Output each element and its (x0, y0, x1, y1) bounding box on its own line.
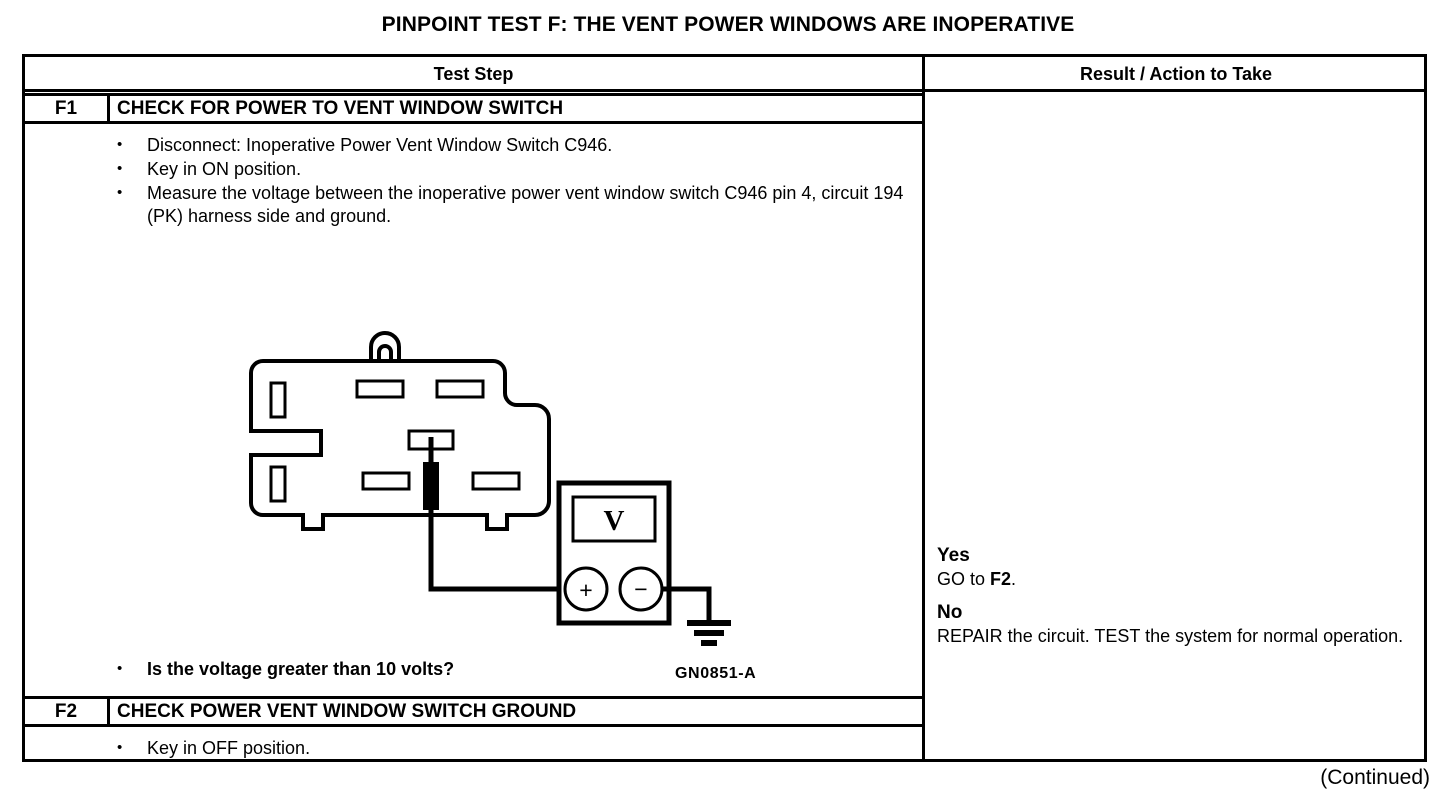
column-divider (922, 57, 925, 759)
step-f1-bullet-list: • Disconnect: Inoperative Power Vent Win… (117, 134, 907, 228)
list-item: • Key in OFF position. (117, 737, 907, 760)
step-f2-bottom-rule (25, 724, 922, 727)
step-f1-bottom-rule (25, 121, 922, 124)
step-id-f2: F2 (54, 701, 78, 722)
voltmeter-display-value: V (604, 505, 625, 537)
terminal-slot-top-right (435, 379, 485, 399)
step-f1-id-divider (107, 93, 110, 124)
step-f1-question: • Is the voltage greater than 10 volts? (117, 658, 907, 682)
result-label-yes: Yes (937, 545, 970, 566)
connector-test-diagram: V + − GN0851-A (205, 325, 765, 695)
negative-terminal-label: − (634, 576, 647, 602)
terminal-slot-top-left (355, 379, 405, 399)
positive-terminal-label: + (579, 577, 592, 603)
connector-locking-tab-icon (369, 331, 401, 361)
header-rule (25, 89, 1424, 92)
bullet-marker-icon: • (117, 739, 123, 756)
result-body-no: REPAIR the circuit. TEST the system for … (937, 625, 1415, 648)
step-f2-id-divider (107, 696, 110, 727)
connector-voltmeter-schematic: V + − (249, 331, 731, 646)
test-probe-icon (423, 437, 439, 521)
step-header-f1: F1 CHECK FOR POWER TO VENT WINDOW SWITCH (25, 93, 922, 124)
step-title-f1: CHECK FOR POWER TO VENT WINDOW SWITCH (117, 98, 564, 119)
bullet-text: Disconnect: Inoperative Power Vent Windo… (147, 135, 613, 155)
bullet-marker-icon: • (117, 136, 123, 153)
list-item: • Disconnect: Inoperative Power Vent Win… (117, 134, 907, 157)
terminal-slot-left-upper (269, 381, 287, 419)
list-item: • Is the voltage greater than 10 volts? (117, 658, 907, 681)
result-no-text: REPAIR the circuit. TEST the system for … (937, 626, 1404, 647)
ground-symbol-icon (687, 620, 731, 646)
pinpoint-test-table: Test Step Result / Action to Take F1 CHE… (22, 54, 1427, 762)
list-item: • Key in ON position. (117, 158, 907, 181)
ground-lead-wire (662, 586, 712, 621)
bullet-text: Key in ON position. (147, 158, 302, 179)
voltmeter-display (571, 495, 657, 543)
bullet-marker-icon: • (117, 183, 123, 201)
voltmeter-positive-terminal (563, 566, 609, 612)
result-action-f1: Yes GO to F2. No REPAIR the circuit. TES… (937, 545, 1415, 660)
result-yes-step-link: F2 (990, 568, 1012, 589)
figure-label: GN0851-A (675, 665, 757, 682)
result-body-yes: GO to F2. (937, 568, 1415, 591)
terminal-slot-left-lower (269, 465, 287, 503)
result-yes-text-after: . (1011, 568, 1017, 589)
page-title: PINPOINT TEST F: THE VENT POWER WINDOWS … (381, 13, 1075, 36)
question-text: Is the voltage greater than 10 volts? (147, 659, 455, 679)
result-label-no: No (937, 602, 963, 624)
step-title-f2: CHECK POWER VENT WINDOW SWITCH GROUND (117, 701, 577, 722)
probe-lead-wire (428, 521, 585, 592)
continued-note: (Continued) (1320, 766, 1430, 789)
step-f1-top-rule (25, 93, 922, 96)
step-f2-top-rule (25, 696, 922, 699)
result-yes-text-before: GO to (937, 568, 991, 589)
terminal-slot-bottom-left (361, 471, 411, 491)
terminal-slot-bottom-right (471, 471, 521, 491)
bullet-text: Key in OFF position. (147, 738, 311, 758)
list-item: • Measure the voltage between the inoper… (117, 182, 907, 228)
step-f2-bullet-list: • Key in OFF position. (117, 737, 907, 761)
bullet-marker-icon: • (117, 159, 123, 177)
column-header-test-step: Test Step (433, 64, 514, 84)
bullet-marker-icon: • (117, 660, 123, 677)
step-header-f2: F2 CHECK POWER VENT WINDOW SWITCH GROUND (25, 696, 922, 727)
column-header-result-action: Result / Action to Take (1079, 64, 1273, 84)
step-id-f1: F1 (54, 98, 78, 119)
bullet-text: Measure the voltage between the inoperat… (147, 182, 904, 226)
